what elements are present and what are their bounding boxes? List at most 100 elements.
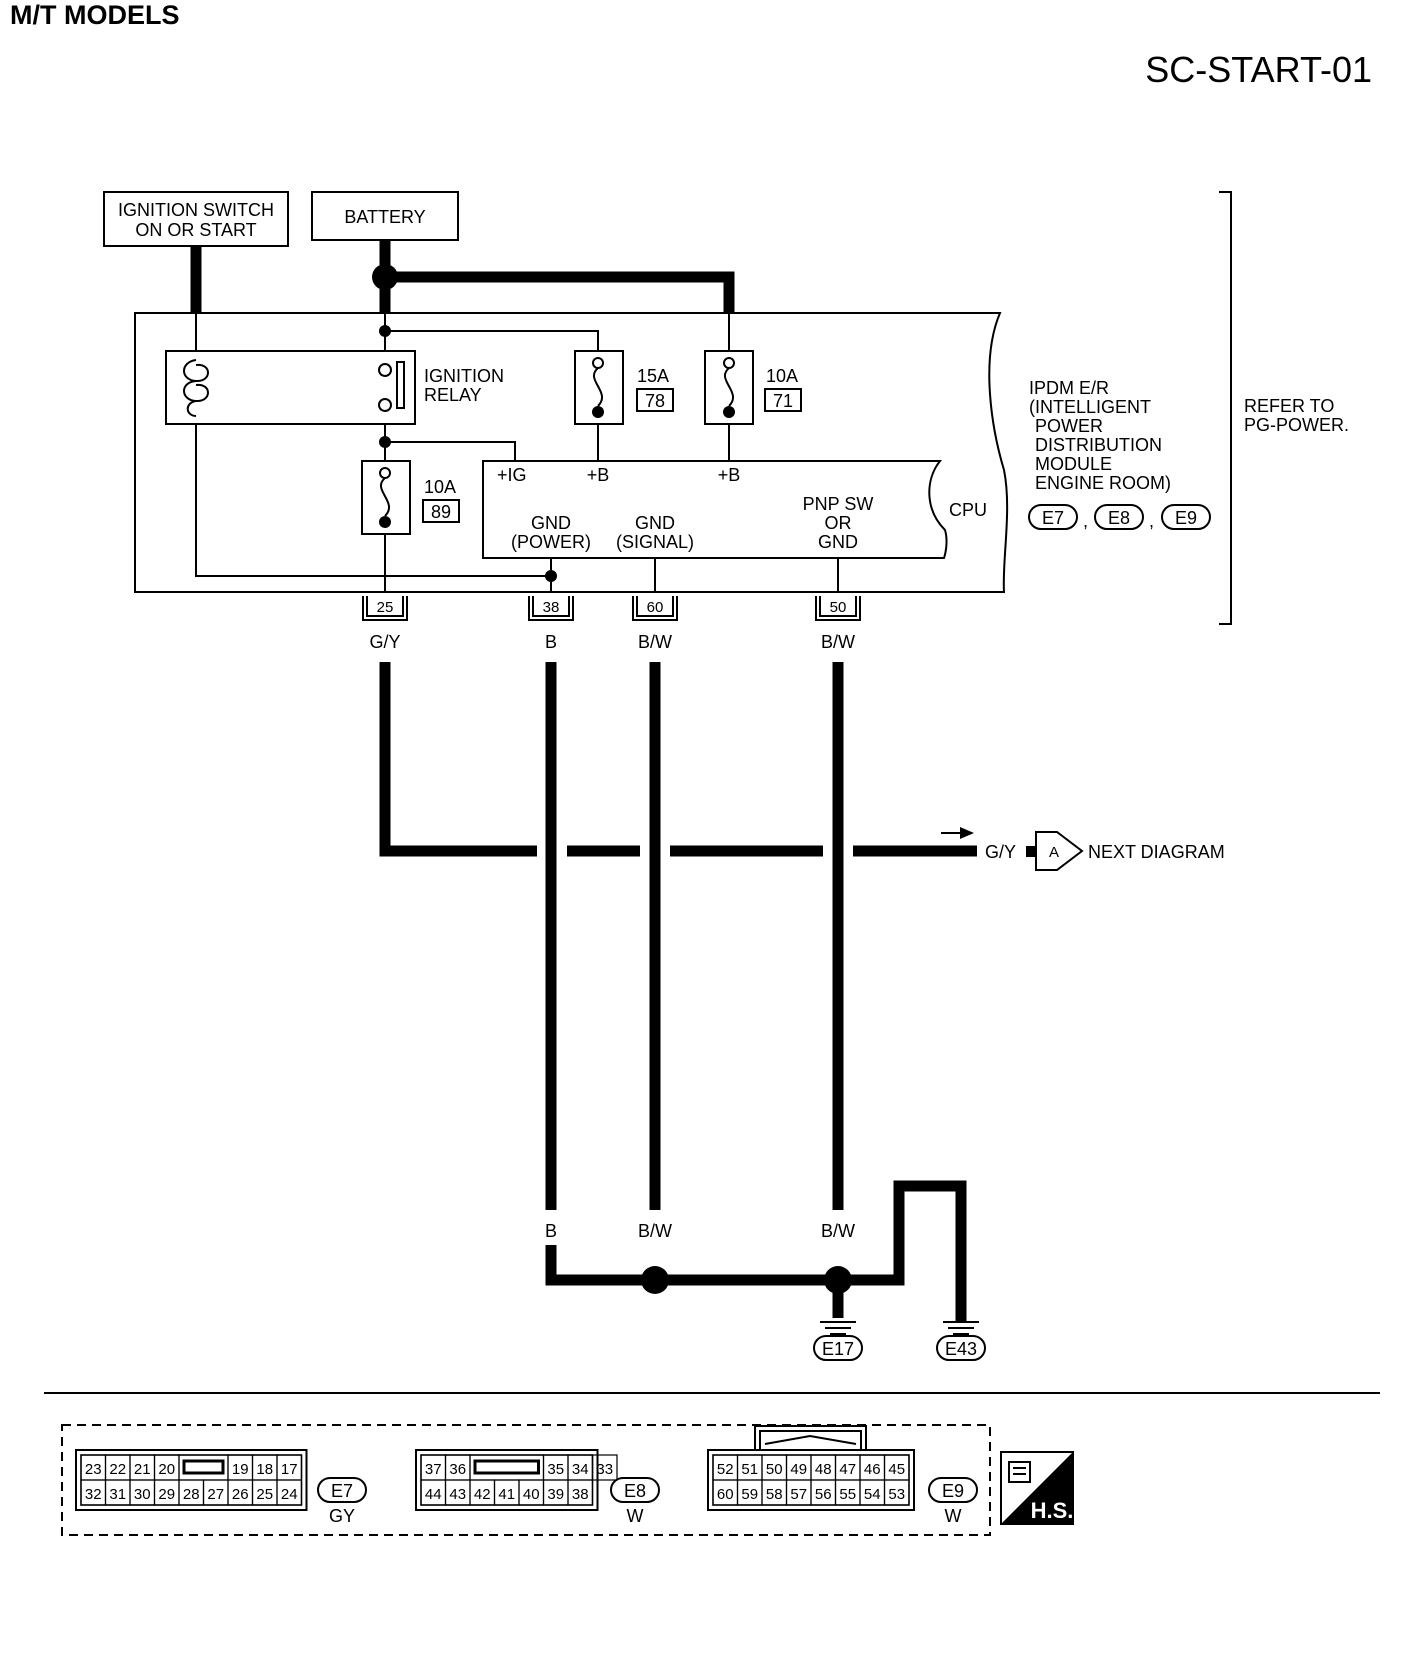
cavity: [276, 1479, 303, 1506]
cavity-number: 42: [474, 1486, 491, 1503]
cavity-number: 27: [207, 1486, 224, 1503]
cavity-number: 40: [523, 1486, 540, 1503]
cavity-number: 47: [839, 1461, 856, 1478]
cpu-gnd-signal-1: GND: [635, 513, 675, 533]
terminal-60-pin: 60: [647, 599, 664, 616]
fuse-89: 10A 89: [361, 460, 460, 535]
junction-dot-2: [379, 436, 391, 448]
ipdm-connector-e7: E7: [1042, 508, 1064, 528]
relay-contact-bar: [396, 361, 405, 409]
cpu-b-terminal-1: +B: [587, 465, 610, 485]
page-title: M/T MODELS: [10, 0, 180, 30]
cavity-number: 48: [815, 1461, 832, 1478]
fuse-78-number: 78: [645, 391, 665, 411]
cpu-gnd-power-1: GND: [531, 513, 571, 533]
fuse-71: 10A 71: [704, 350, 802, 425]
cavity-number: 18: [256, 1461, 273, 1478]
ignition-switch-label-1: IGNITION SWITCH: [118, 200, 274, 220]
ipdm-module-outline: [134, 312, 1009, 593]
terminal-25-wire: G/Y: [369, 632, 400, 652]
next-diagram-label: NEXT DIAGRAM: [1088, 842, 1225, 862]
fuse-71-number: 71: [773, 391, 793, 411]
ignition-relay: IGNITION RELAY: [165, 350, 504, 425]
wire-gy-to-next: [379, 662, 977, 857]
refer-label-2: PG-POWER.: [1244, 415, 1349, 435]
cpu-pnp-3: GND: [818, 532, 858, 552]
hs-label: H.S.: [1031, 1498, 1074, 1523]
terminal-38-wire: B: [545, 632, 557, 652]
connector-tag-e7: E7 GY: [317, 1477, 367, 1526]
wire-label-bw-lower-2: B/W: [821, 1221, 855, 1241]
cavity-number: 53: [888, 1486, 905, 1503]
cavity-number: 56: [815, 1486, 832, 1503]
cavity-number: 21: [134, 1461, 151, 1478]
ground-e17-label: E17: [822, 1339, 854, 1359]
terminal-60: 60 B/W: [632, 596, 678, 652]
connector-tag-e9: E9 W: [928, 1477, 978, 1526]
cavity-number: 58: [766, 1486, 783, 1503]
cpu-pnp-2: OR: [825, 513, 852, 533]
direction-arrowhead-icon: [960, 827, 974, 839]
cavity-number: 26: [232, 1486, 249, 1503]
cavity-number: 37: [425, 1461, 442, 1478]
cavity-number: 41: [498, 1486, 515, 1503]
cpu-block: +IG +B +B GND (POWER) GND (SIGNAL) PNP S…: [482, 460, 987, 559]
next-connector-tab: [1026, 846, 1036, 857]
cavity-number: 32: [85, 1486, 102, 1503]
cavity: [883, 1479, 910, 1506]
ignition-relay-label-1: IGNITION: [424, 366, 504, 386]
connector-tag-e8-color: W: [627, 1506, 644, 1526]
ground-e43-label: E43: [945, 1339, 977, 1359]
cavity-number: 51: [741, 1461, 758, 1478]
battery-label: BATTERY: [344, 207, 425, 227]
connector-tag-e8: E8 W: [610, 1477, 660, 1526]
ground-e17-icon: E17: [813, 1321, 863, 1361]
ground-splice-2: [824, 1266, 852, 1294]
connector-views-panel: [61, 1424, 991, 1536]
cavity-number: 24: [281, 1486, 298, 1503]
wire-label-bw-lower-1: B/W: [638, 1221, 672, 1241]
terminal-50: 50 B/W: [815, 596, 861, 652]
cavity-number: 34: [572, 1461, 589, 1478]
cavity: [591, 1454, 618, 1481]
terminal-38-pin: 38: [543, 599, 560, 616]
battery-splice: [372, 264, 398, 290]
cpu-label: CPU: [949, 500, 987, 520]
cavity-number: 59: [741, 1486, 758, 1503]
cavity-number: 22: [109, 1461, 126, 1478]
ipdm-description: IPDM E/R (INTELLIGENT POWER DISTRIBUTION…: [1028, 378, 1211, 531]
cavity: [567, 1479, 594, 1506]
ipdm-name-5: MODULE: [1035, 454, 1112, 474]
battery-box: BATTERY: [311, 191, 459, 241]
ipdm-name-6: ENGINE ROOM): [1035, 473, 1171, 493]
cavity-number: 36: [449, 1461, 466, 1478]
wire-battery-to-fuse71: [385, 271, 735, 313]
connector-tag-e7-color: GY: [329, 1506, 355, 1526]
refer-label-1: REFER TO: [1244, 396, 1334, 416]
connector-symbol-icon: [1008, 1461, 1031, 1483]
cavity-number: 46: [864, 1461, 881, 1478]
cavity-number: 38: [572, 1486, 589, 1503]
terminal-25-pin: 25: [377, 599, 394, 616]
cpu-gnd-power-2: (POWER): [511, 532, 591, 552]
hs-badge: H.S.: [1000, 1451, 1074, 1525]
ignition-switch-box: IGNITION SWITCH ON OR START: [103, 191, 289, 247]
ground-e43-icon: E43: [936, 1321, 986, 1361]
connector-tag-e9-id: E9: [942, 1481, 964, 1501]
next-connector-letter: A: [1049, 844, 1059, 861]
fuse78-feed: [385, 330, 599, 351]
cavity-number: 45: [888, 1461, 905, 1478]
cavity-number: 43: [449, 1486, 466, 1503]
ground-splice-1: [641, 1266, 669, 1294]
cpu-pnp-1: PNP SW: [803, 494, 874, 514]
fuse-89-rating: 10A: [424, 477, 456, 497]
cavity-number: 30: [134, 1486, 151, 1503]
connector-tag-e8-id: E8: [624, 1481, 646, 1501]
ignition-relay-label-2: RELAY: [424, 385, 482, 405]
terminal-60-wire: B/W: [638, 632, 672, 652]
connector-tag-e9-color: W: [945, 1506, 962, 1526]
cavity-number: 54: [864, 1486, 881, 1503]
relay-contact-top: [378, 363, 392, 377]
ignition-switch-label-2: ON OR START: [135, 220, 256, 240]
cpu-b-terminal-2: +B: [718, 465, 741, 485]
